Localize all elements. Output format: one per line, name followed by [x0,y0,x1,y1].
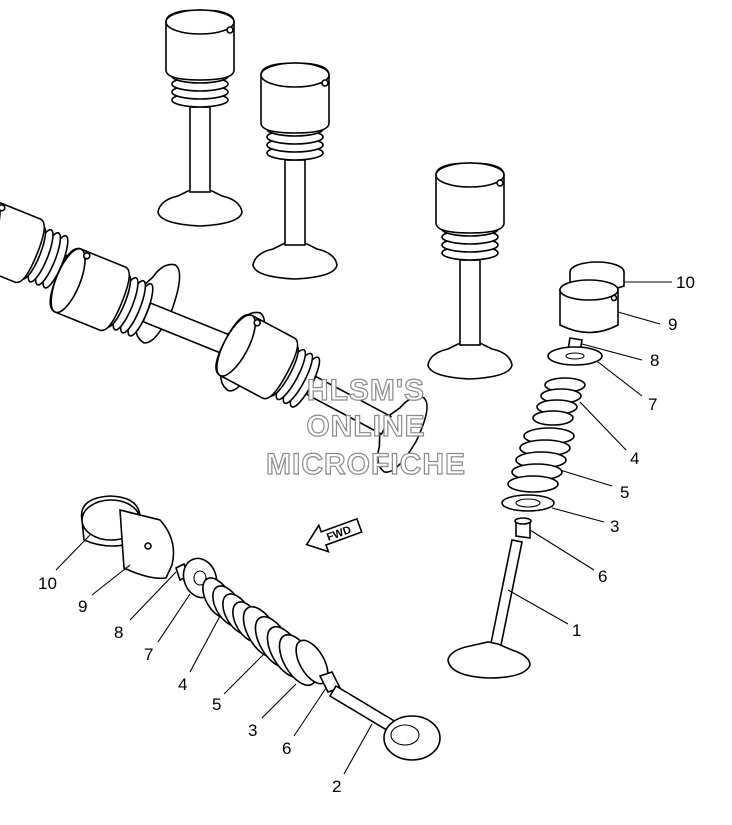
callout-l-10: 10 [38,574,57,593]
callout-l-9: 9 [78,597,87,616]
callout-r-4: 4 [630,449,639,468]
valve-top-2 [252,62,338,280]
callout-l-6: 6 [282,739,291,758]
watermark-line-3: MICROFICHE [266,448,466,481]
watermark: HLSM'S ONLINE MICROFICHE [265,373,466,481]
watermark-line-2: ONLINE [306,410,425,443]
callout-r-6: 6 [598,567,607,586]
callout-l-4: 4 [178,675,187,694]
callout-r-8: 8 [650,351,659,370]
callout-l-8: 8 [114,623,123,642]
callout-l-2: 2 [332,777,341,796]
valve-mid-right [427,162,513,380]
callout-r-9: 9 [668,315,677,334]
callout-l-3: 3 [248,721,257,740]
right-callouts: 10 9 8 7 4 5 3 6 1 [572,273,695,640]
callout-r-10: 10 [676,273,695,292]
valve-top-1 [157,9,243,227]
exploded-valve-left [80,495,441,761]
right-leaders [507,281,672,625]
callout-r-7: 7 [648,395,657,414]
watermark-line-1: HLSM'S [307,374,425,407]
callout-l-5: 5 [212,695,221,714]
forward-arrow: FWD [305,517,363,553]
left-callouts: 10 9 8 7 4 5 3 6 2 [38,574,341,796]
callout-r-3: 3 [610,517,619,536]
callout-r-5: 5 [620,483,629,502]
callout-r-1: 1 [572,621,581,640]
exploded-valve-right [447,261,625,679]
callout-l-7: 7 [144,645,153,664]
left-leaders [55,534,373,775]
